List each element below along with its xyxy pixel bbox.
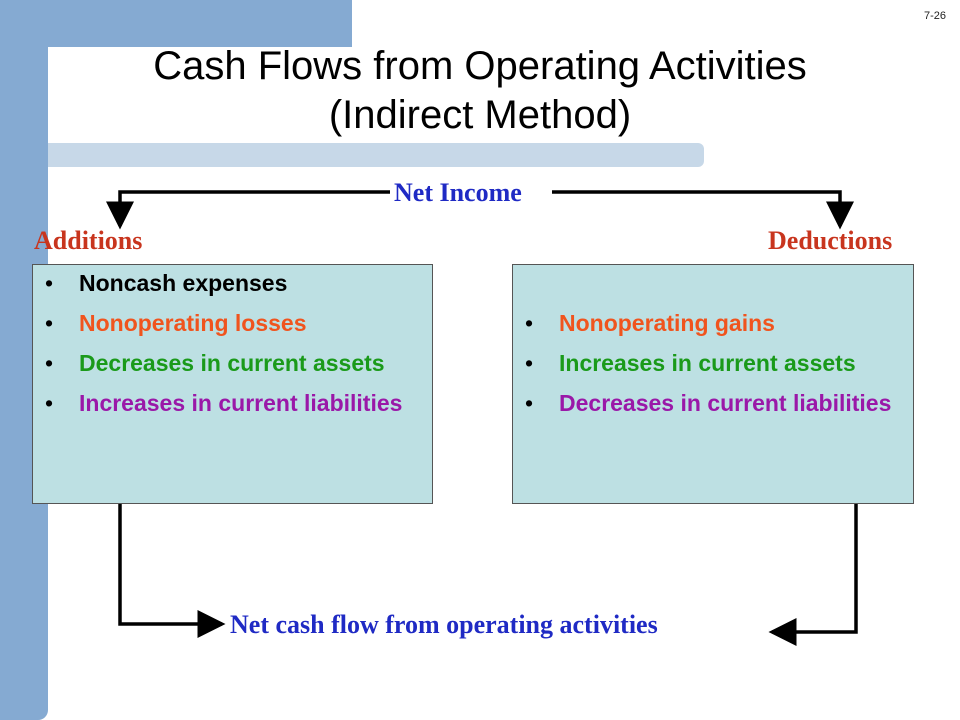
slide-title: Cash Flows from Operating Activities (In… (60, 42, 900, 140)
title-panel (48, 47, 960, 143)
title-underline-bar (48, 143, 704, 167)
deductions-item: Decreases in current liabilities (525, 389, 905, 417)
slide-title-line-1: Cash Flows from Operating Activities (153, 44, 807, 88)
deductions-list: Nonoperating gains Increases in current … (525, 309, 905, 429)
additions-list: Noncash expenses Nonoperating losses Dec… (45, 269, 424, 429)
connector-net-income-to-deductions (552, 190, 854, 230)
additions-item: Nonoperating losses (45, 309, 424, 337)
additions-box: Noncash expenses Nonoperating losses Dec… (32, 264, 433, 504)
additions-item: Noncash expenses (45, 269, 424, 297)
net-income-label: Net Income (390, 178, 526, 208)
deductions-item: Nonoperating gains (525, 309, 905, 337)
net-cash-flow-label: Net cash flow from operating activities (226, 610, 662, 640)
slide-title-line-2: (Indirect Method) (328, 93, 632, 137)
additions-item: Increases in current liabilities (45, 389, 424, 417)
decorative-top-block (0, 0, 352, 47)
deductions-label: Deductions (768, 226, 893, 255)
deductions-item: Increases in current assets (525, 349, 905, 377)
additions-label: Additions (34, 226, 143, 255)
connector-net-income-to-additions (106, 190, 390, 230)
deductions-box: Nonoperating gains Increases in current … (512, 264, 914, 504)
slide-number: 7-26 (923, 10, 946, 22)
additions-item: Decreases in current assets (45, 349, 424, 377)
connector-additions-to-net-cash (118, 504, 226, 638)
connector-deductions-to-net-cash (768, 504, 858, 646)
